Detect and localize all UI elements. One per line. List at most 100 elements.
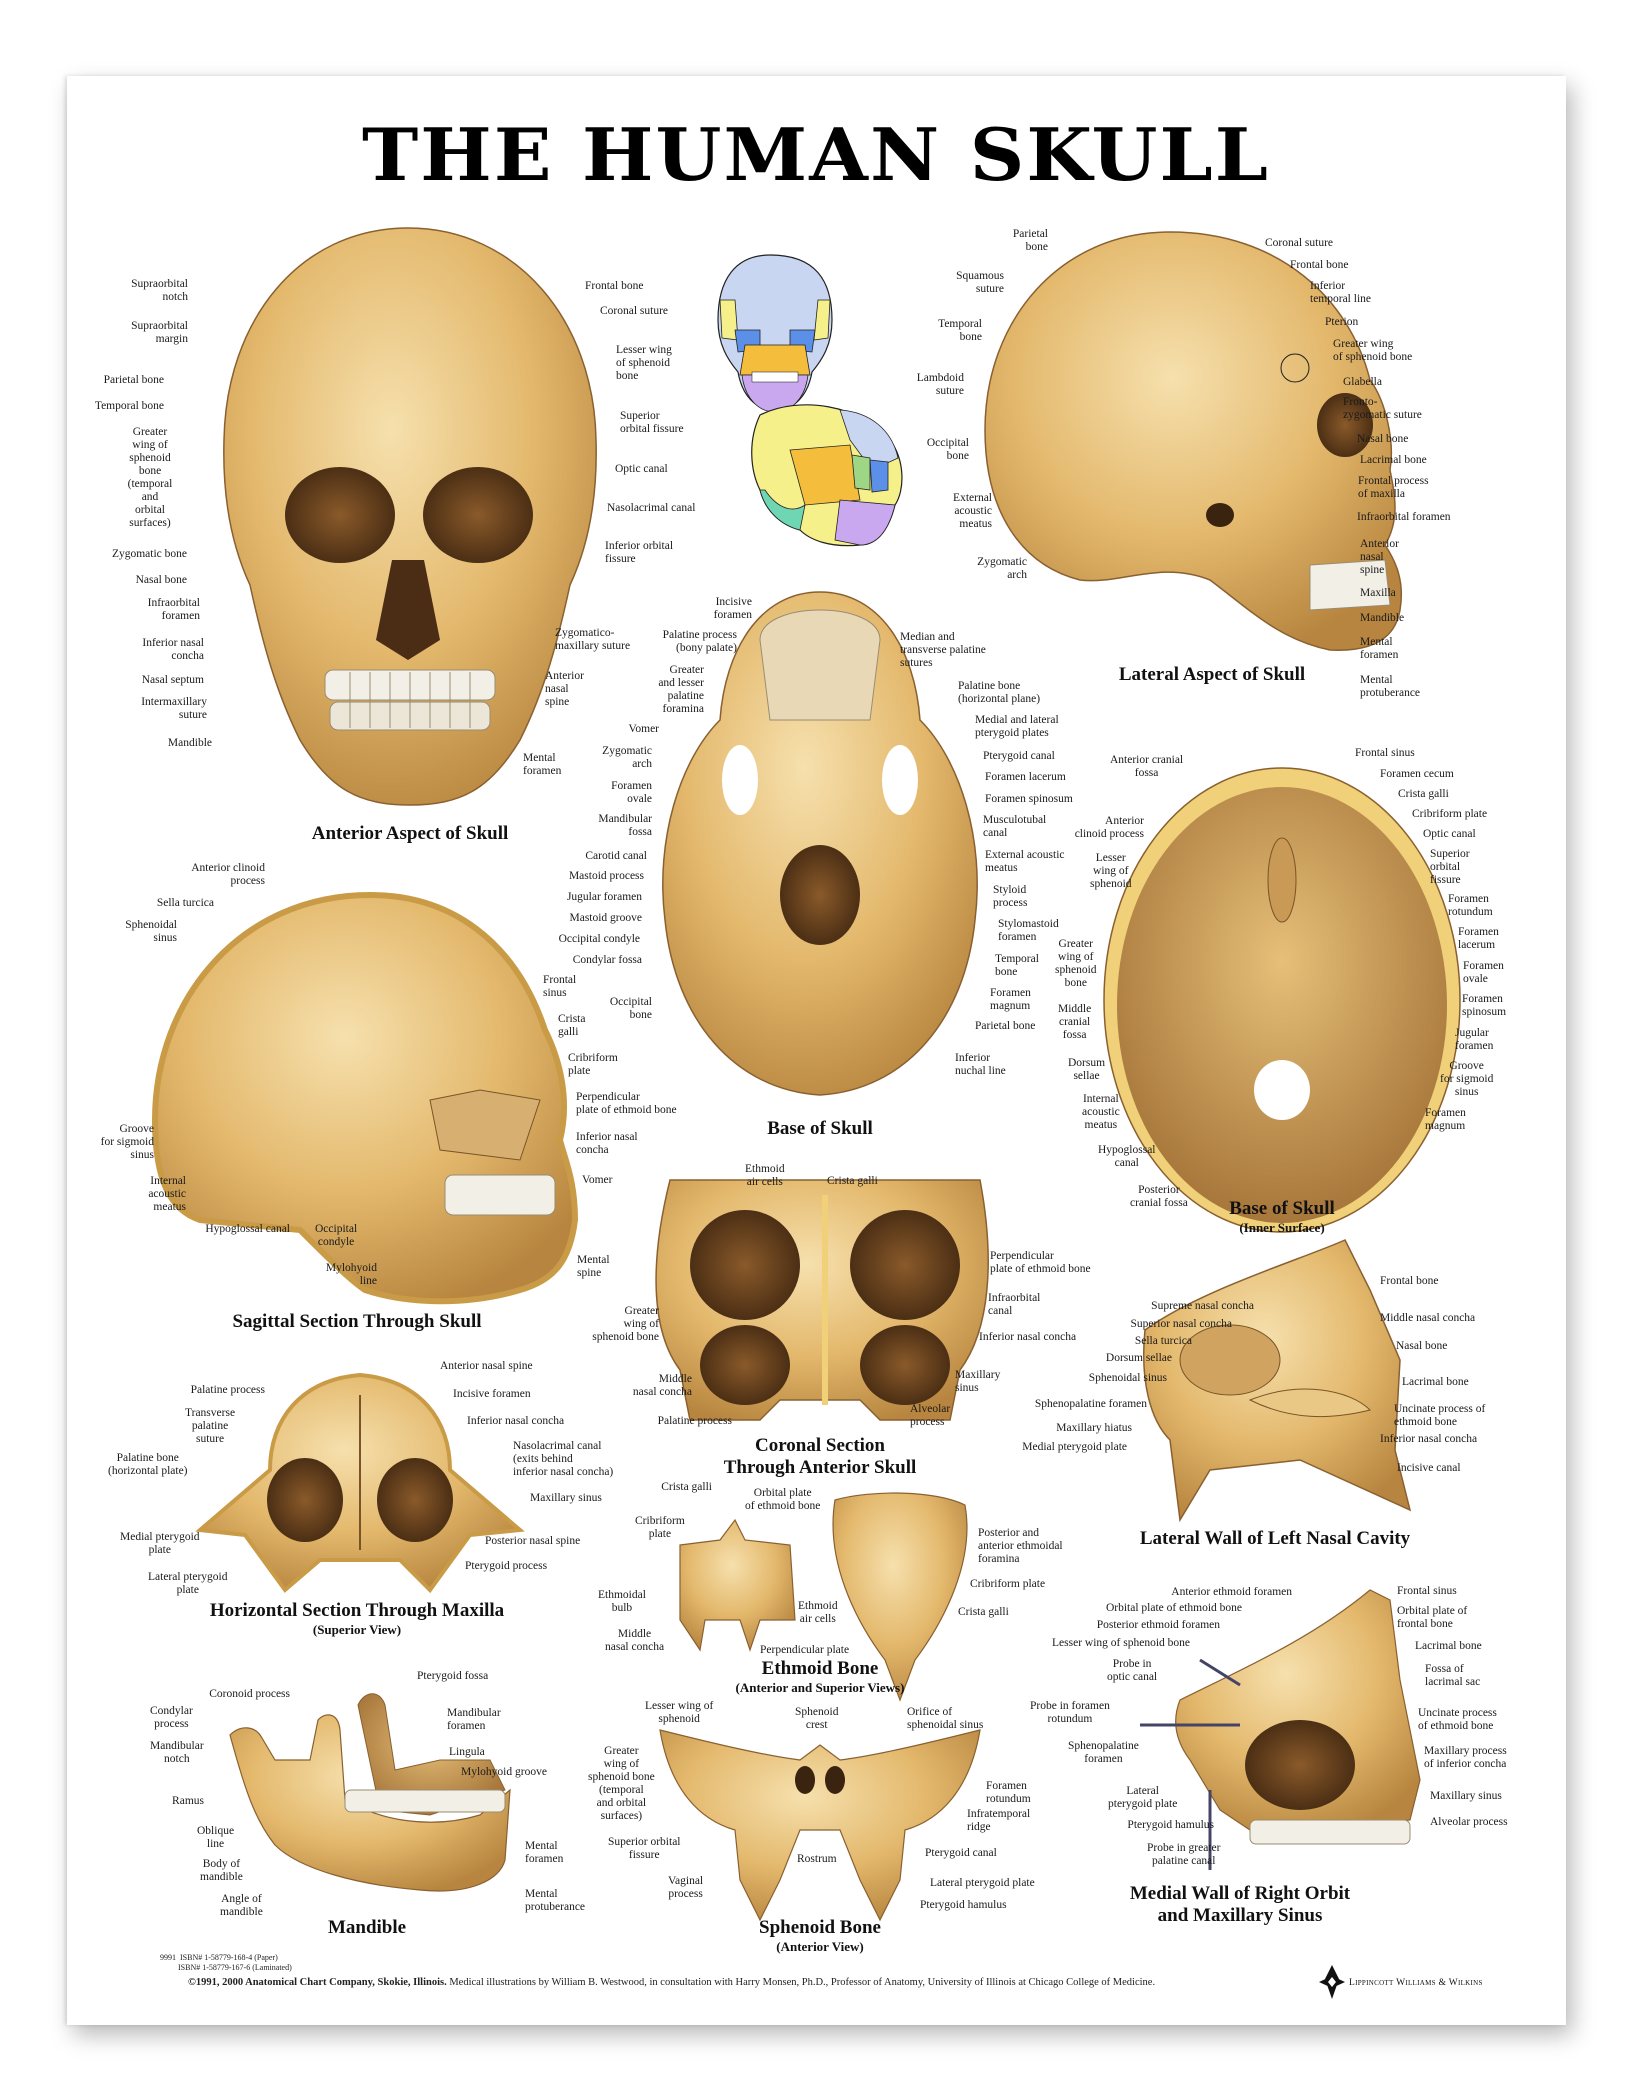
- copyright-line: ©1991, 2000 Anatomical Chart Company, Sk…: [188, 1977, 1155, 1988]
- caption-maxilla-title: Horizontal Section Through Maxilla: [209, 1600, 505, 1621]
- label: Supraorbital margin: [131, 320, 188, 345]
- caption-sphenoid: Sphenoid Bone(Anterior View): [759, 1917, 881, 1955]
- caption-medial-orbit-line1: Medial Wall of Right Orbit: [1129, 1883, 1351, 1904]
- label: Stylomastoid foramen: [998, 918, 1059, 943]
- label: Hypoglossal canal: [205, 1223, 290, 1235]
- label: Pterygoid fossa: [417, 1670, 489, 1682]
- label: Palatine process (bony palate): [662, 629, 737, 654]
- caption-lateral: Lateral Aspect of Skull: [1118, 664, 1306, 685]
- label: Median and transverse palatine sutures: [900, 631, 986, 669]
- label: Frontal bone: [585, 280, 644, 292]
- label: Inferior orbital fissure: [605, 540, 674, 565]
- caption-ethmoid: Ethmoid Bone(Anterior and Superior Views…: [736, 1658, 905, 1696]
- label: Ethmoid air cells: [745, 1163, 785, 1188]
- label: Lesser wing of sphenoid bone: [616, 344, 672, 382]
- label: Palatine process: [190, 1384, 265, 1396]
- label: Zygomatic bone: [111, 548, 187, 560]
- label: Lesser wing of sphenoid: [1090, 852, 1132, 890]
- label: Middle nasal concha: [605, 1628, 665, 1653]
- label: Condylar process: [150, 1705, 193, 1730]
- label: Anterior clinoid process: [191, 862, 265, 887]
- label: Incisive canal: [1397, 1462, 1461, 1474]
- label: Orbital plate of ethmoid bone: [745, 1487, 821, 1512]
- label: Intermaxillary suture: [141, 696, 207, 721]
- coronal-section-illustration: [655, 1179, 989, 1421]
- label: Anterior nasal spine: [545, 670, 584, 708]
- label: Infratemporal ridge: [967, 1808, 1031, 1833]
- label: Temporal bone: [94, 400, 164, 412]
- label: Lingula: [449, 1746, 485, 1758]
- label: Body of mandible: [200, 1858, 243, 1883]
- caption-sphenoid-title: Sphenoid Bone: [759, 1917, 881, 1938]
- label: Perpendicular plate of ethmoid bone: [990, 1250, 1091, 1275]
- lateral-skull-illustration: [984, 231, 1403, 651]
- label: Mastoid groove: [569, 912, 642, 924]
- mandible-illustration: [229, 1693, 511, 1892]
- label: Alveolar process: [1430, 1816, 1508, 1828]
- label: Zygomatic arch: [602, 745, 652, 770]
- label: Superior orbital fissure: [608, 1836, 681, 1861]
- label: Posterior and anterior ethmoidal foramin…: [978, 1527, 1063, 1565]
- label: Perpendicular plate: [760, 1644, 850, 1656]
- label: Incisive foramen: [453, 1388, 531, 1400]
- label: Coronoid process: [209, 1688, 290, 1700]
- label: Mandibular notch: [150, 1740, 204, 1765]
- label: Inferior temporal line: [1310, 280, 1371, 305]
- caption-sphenoid-sub: (Anterior View): [776, 1939, 864, 1954]
- label: Temporal bone: [995, 953, 1039, 978]
- label: Mental protuberance: [525, 1888, 586, 1913]
- label: Crista galli: [958, 1606, 1009, 1618]
- label: Pterygoid canal: [925, 1847, 997, 1859]
- medial-orbit-illustration: [1140, 1589, 1421, 1870]
- label: Mylohyoid groove: [461, 1766, 547, 1778]
- label: Oblique line: [197, 1825, 235, 1850]
- label: Middle cranial fossa: [1058, 1003, 1092, 1041]
- label: Crista galli: [661, 1481, 712, 1493]
- label: Inferior nasal concha: [576, 1131, 638, 1156]
- caption-sagittal: Sagittal Section Through Skull: [232, 1311, 482, 1332]
- label: Groove for sigmoid sinus: [100, 1123, 154, 1161]
- nasal-cavity-wall-illustration: [1142, 1239, 1412, 1523]
- label: Orbital plate of ethmoid bone: [1105, 1602, 1242, 1614]
- label: Uncinate process of ethmoid bone: [1418, 1707, 1497, 1732]
- label: Zygomatico- maxillary suture: [555, 627, 631, 652]
- label: Supraorbital notch: [131, 278, 188, 303]
- label: Pterygoid hamulus: [920, 1899, 1007, 1911]
- isbn-info: 9991 ISBN# 1-58779-168-4 (Paper) ISBN# 1…: [160, 1953, 292, 1972]
- label: Foramen cecum: [1380, 768, 1454, 780]
- label: Cribriform plate: [970, 1578, 1046, 1590]
- label: Alveolar process: [910, 1403, 951, 1428]
- label: Pterion: [1325, 316, 1359, 328]
- publisher-name: Lippincott Williams & Wilkins: [1349, 1978, 1483, 1988]
- label: Dorsum sellae: [1105, 1352, 1172, 1364]
- label: Infraorbital canal: [988, 1292, 1041, 1317]
- label: Crista galli: [558, 1013, 586, 1038]
- label: Sphenopalatine foramen: [1068, 1740, 1139, 1765]
- label: Mental foramen: [523, 752, 562, 777]
- label: Parietal bone: [1012, 228, 1048, 253]
- label: Parietal bone: [103, 374, 164, 386]
- label: Maxillary sinus: [1430, 1790, 1502, 1802]
- label: Vaginal process: [668, 1875, 704, 1900]
- label: Angle of mandible: [220, 1893, 263, 1918]
- label: Mental spine: [577, 1254, 610, 1279]
- label: Posterior cranial fossa: [1130, 1184, 1188, 1209]
- label: External acoustic meatus: [953, 492, 992, 530]
- label: Cribriform plate: [568, 1052, 618, 1077]
- ethmoid-bone-illustration: [679, 1492, 968, 1702]
- label: Sella turcica: [156, 897, 214, 909]
- label: Palatine bone (horizontal plane): [958, 680, 1041, 705]
- label: Greater wing of sphenoid bone: [1333, 338, 1413, 363]
- label: Foramen ovale: [611, 780, 652, 805]
- label: Sphenoid crest: [795, 1706, 839, 1731]
- label: Foramen rotundum: [1448, 893, 1493, 918]
- label: Medial and lateral pterygoid plates: [975, 714, 1059, 739]
- label: Probe in foramen rotundum: [1030, 1700, 1110, 1725]
- label: Greater wing of sphenoid bone: [1055, 938, 1097, 989]
- label: Maxillary sinus: [955, 1369, 1001, 1394]
- label: Dorsum sellae: [1068, 1057, 1106, 1082]
- label: Foramen ovale: [1463, 960, 1504, 985]
